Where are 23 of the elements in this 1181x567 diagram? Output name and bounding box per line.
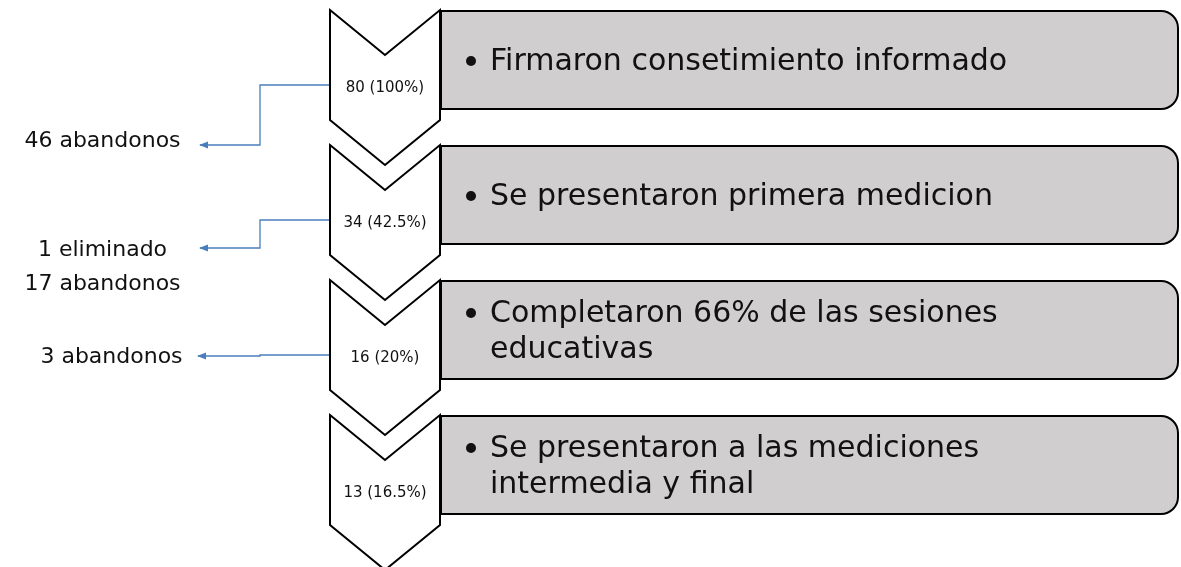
- step-text: Firmaron consetimiento informado: [490, 42, 1009, 78]
- percentage-label: 34 (42.5%): [342, 213, 428, 231]
- dropout-label: 3 abandonos: [40, 342, 183, 370]
- chevron-shape: [330, 280, 440, 435]
- chevron-shape: [330, 415, 440, 567]
- connector-arrow: [197, 352, 331, 360]
- connector-arrow: [199, 219, 331, 252]
- step-box: [440, 280, 1179, 380]
- step-box: [440, 145, 1179, 245]
- connector-arrow: [199, 84, 331, 149]
- step-text: Se presentaron a las mediciones intermedia y final: [490, 429, 981, 501]
- step-box: [440, 415, 1179, 515]
- chevron-shape: [330, 10, 440, 165]
- percentage-label: 13 (16.5%): [342, 483, 428, 501]
- dropout-label: 17 abandonos: [24, 269, 181, 297]
- dropout-label: 1 eliminado: [37, 235, 168, 263]
- chevron-shape: [330, 145, 440, 300]
- percentage-label: 16 (20%): [349, 348, 421, 366]
- step-box: [440, 10, 1179, 110]
- step-text: Completaron 66% de las sesiones educativas: [490, 294, 999, 366]
- dropout-label: 46 abandonos: [24, 126, 181, 154]
- step-text: Se presentaron primera medicion: [490, 177, 994, 213]
- percentage-label: 80 (100%): [344, 78, 426, 96]
